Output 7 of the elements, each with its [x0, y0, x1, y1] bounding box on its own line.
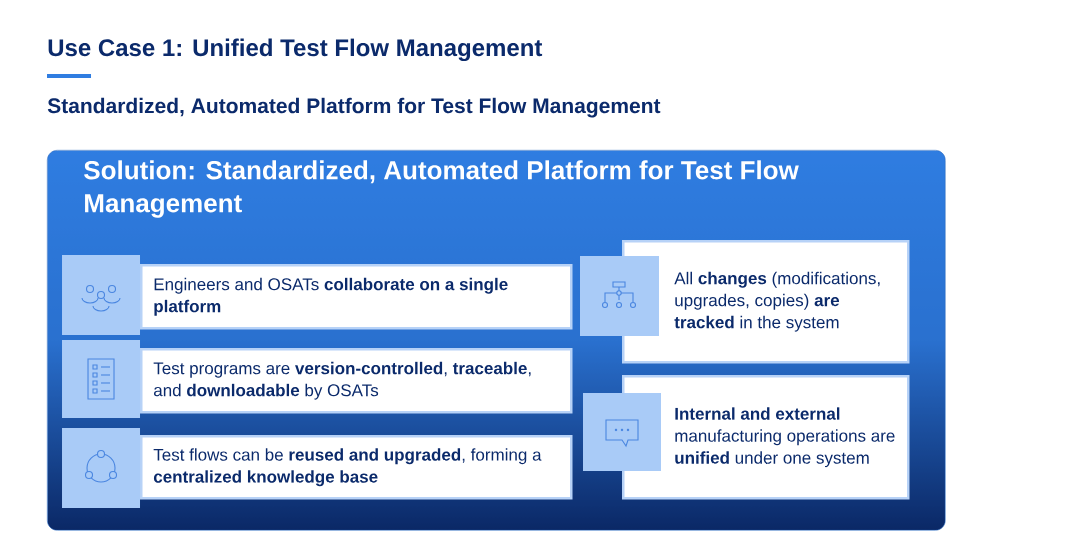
- subtitle: Standardized, Automated Platform for Test Flow Management: [47, 97, 661, 118]
- text-card: Internal and external manufacturing operations are unified under one system: [622, 375, 910, 500]
- text-card: Test programs are version-controlled, traceable, and downloadable by OSATs: [140, 348, 573, 414]
- text-card: Test flows can be reused and upgraded, forming a centralized knowledge base: [140, 435, 573, 500]
- text-card: All changes (modifications, upgrades, copies) are tracked in the system: [622, 240, 910, 364]
- text-card: Engineers and OSATs collaborate on a single platform: [140, 264, 573, 330]
- title: Use Case 1: Unified Test Flow Management: [48, 38, 543, 62]
